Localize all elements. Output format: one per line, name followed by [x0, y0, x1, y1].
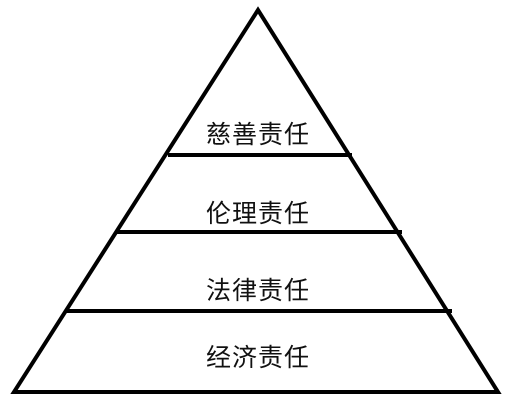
tier-label-philanthropic: 慈善责任 [206, 120, 310, 149]
tier-label-legal: 法律责任 [206, 276, 310, 305]
pyramid-outline [10, 6, 502, 394]
tier-label-economic: 经济责任 [206, 343, 310, 372]
tier-label-ethical: 伦理责任 [206, 199, 310, 228]
